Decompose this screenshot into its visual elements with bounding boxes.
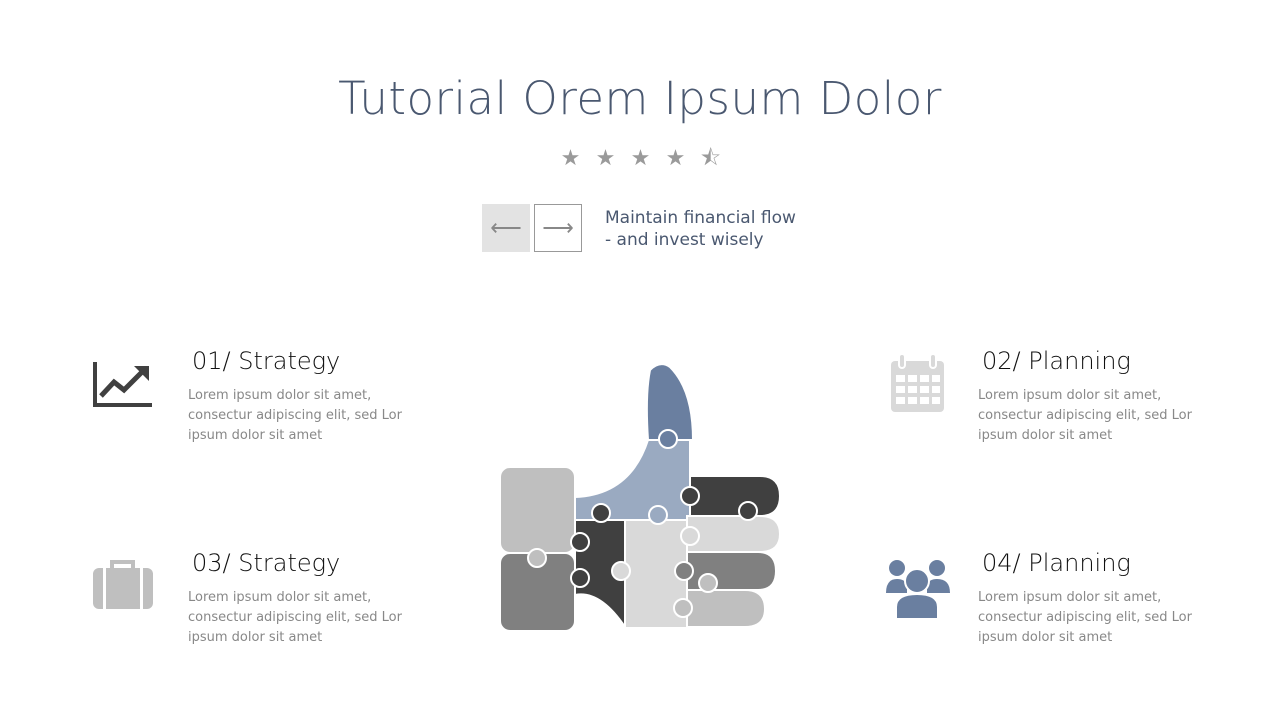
star-icon: ★	[630, 146, 651, 171]
briefcase-icon	[93, 560, 153, 609]
puzzle-piece	[499, 466, 576, 554]
chart-trend-icon	[93, 362, 152, 407]
calendar-icon	[891, 353, 944, 412]
item-text: Lorem ipsum dolor sit amet, consectur ad…	[188, 590, 402, 645]
puzzle-piece	[686, 589, 767, 628]
next-arrow-button[interactable]: ⟶	[534, 204, 582, 252]
item-heading: 03/ Strategy	[192, 549, 341, 577]
team-icon	[886, 560, 950, 620]
tagline-line2: - and invest wisely	[605, 230, 764, 250]
star-icon: ★	[665, 146, 686, 171]
puzzle-thumbs-up-graphic	[499, 363, 782, 632]
star-rating: ★ ★ ★ ★ ⯪	[558, 146, 723, 171]
item-heading: 01/ Strategy	[192, 347, 341, 375]
star-icon: ★	[595, 146, 616, 171]
item-heading: 02/ Planning	[982, 347, 1131, 375]
star-icon: ★	[560, 146, 581, 171]
item-text: Lorem ipsum dolor sit amet, consectur ad…	[978, 388, 1192, 443]
puzzle-piece	[689, 475, 782, 517]
puzzle-piece	[574, 439, 691, 521]
half-star-icon: ⯪	[700, 146, 721, 171]
prev-arrow-button[interactable]: ⟵	[482, 204, 530, 252]
item-text: Lorem ipsum dolor sit amet, consectur ad…	[978, 590, 1192, 645]
puzzle-piece	[645, 363, 695, 441]
page-title: Tutorial Orem Ipsum Dolor	[338, 72, 942, 125]
tagline: Maintain financial flow - and invest wis…	[605, 207, 796, 251]
puzzle-piece	[686, 515, 782, 553]
tagline-line1: Maintain financial flow	[605, 208, 796, 228]
item-text: Lorem ipsum dolor sit amet, consectur ad…	[188, 388, 402, 443]
item-heading: 04/ Planning	[982, 549, 1131, 577]
